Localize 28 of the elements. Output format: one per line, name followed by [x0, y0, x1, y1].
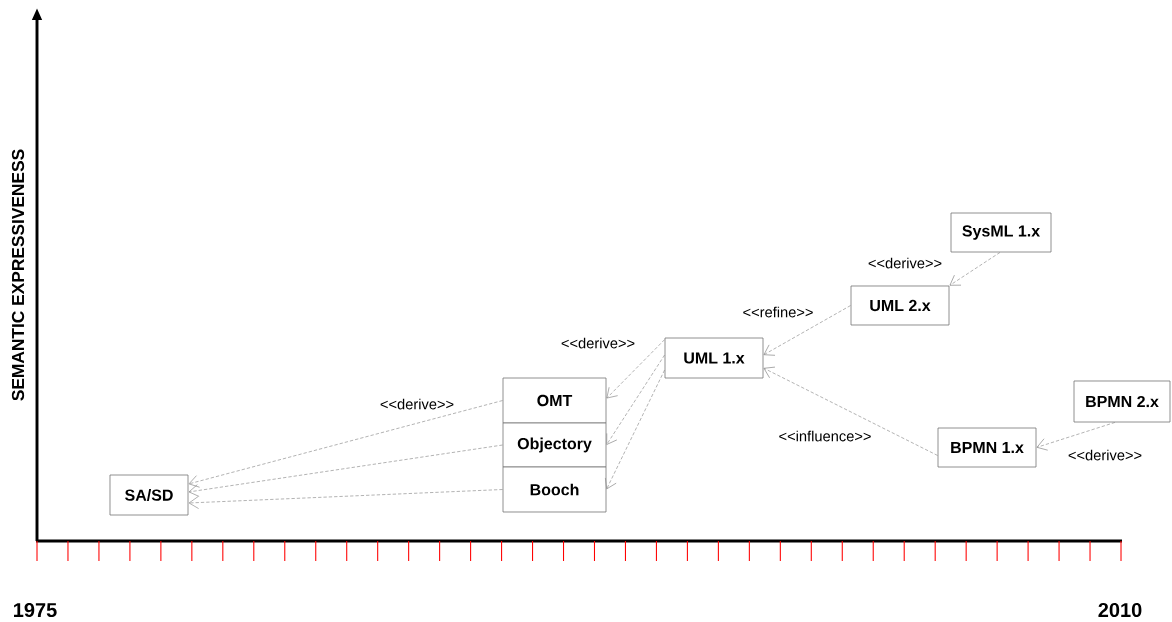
edge-label: <<influence>>: [777, 429, 873, 443]
dashed-arrow: [605, 369, 665, 490]
edge-label: <<derive>>: [866, 256, 944, 270]
edge-label: <<refine>>: [741, 305, 815, 319]
dashed-arrow: [188, 400, 503, 488]
notation-box: OMT: [502, 377, 607, 424]
dashed-arrow: [763, 305, 851, 356]
year-label: 2010: [1098, 602, 1142, 618]
notation-box: BPMN 1.x: [937, 427, 1037, 468]
dashed-arrow: [949, 252, 1001, 286]
year-label: 1975: [14, 602, 57, 618]
notation-box: UML 2.x: [850, 285, 950, 326]
dashed-arrow: [188, 444, 503, 497]
notation-box: UML 1.x: [664, 337, 764, 379]
edge-label: <<derive>>: [1066, 448, 1144, 462]
notation-box: Objectory: [502, 422, 607, 468]
notation-box: SA/SD: [109, 474, 189, 516]
edge-label: <<derive>>: [378, 397, 456, 411]
notation-box: SysML 1.x: [950, 212, 1052, 253]
dashed-arrow: [188, 489, 503, 509]
dashed-arrow: [763, 366, 938, 456]
dashed-arrow: [1036, 422, 1116, 451]
notation-box: BPMN 2.x: [1073, 380, 1171, 423]
dashed-arrow: [606, 354, 665, 445]
edge-label: <<derive>>: [559, 336, 637, 350]
axis-label: SEMANTIC EXPRESSIVENESS: [11, 149, 25, 401]
notation-box: Booch: [502, 466, 607, 513]
dashed-arrow: [606, 339, 665, 399]
